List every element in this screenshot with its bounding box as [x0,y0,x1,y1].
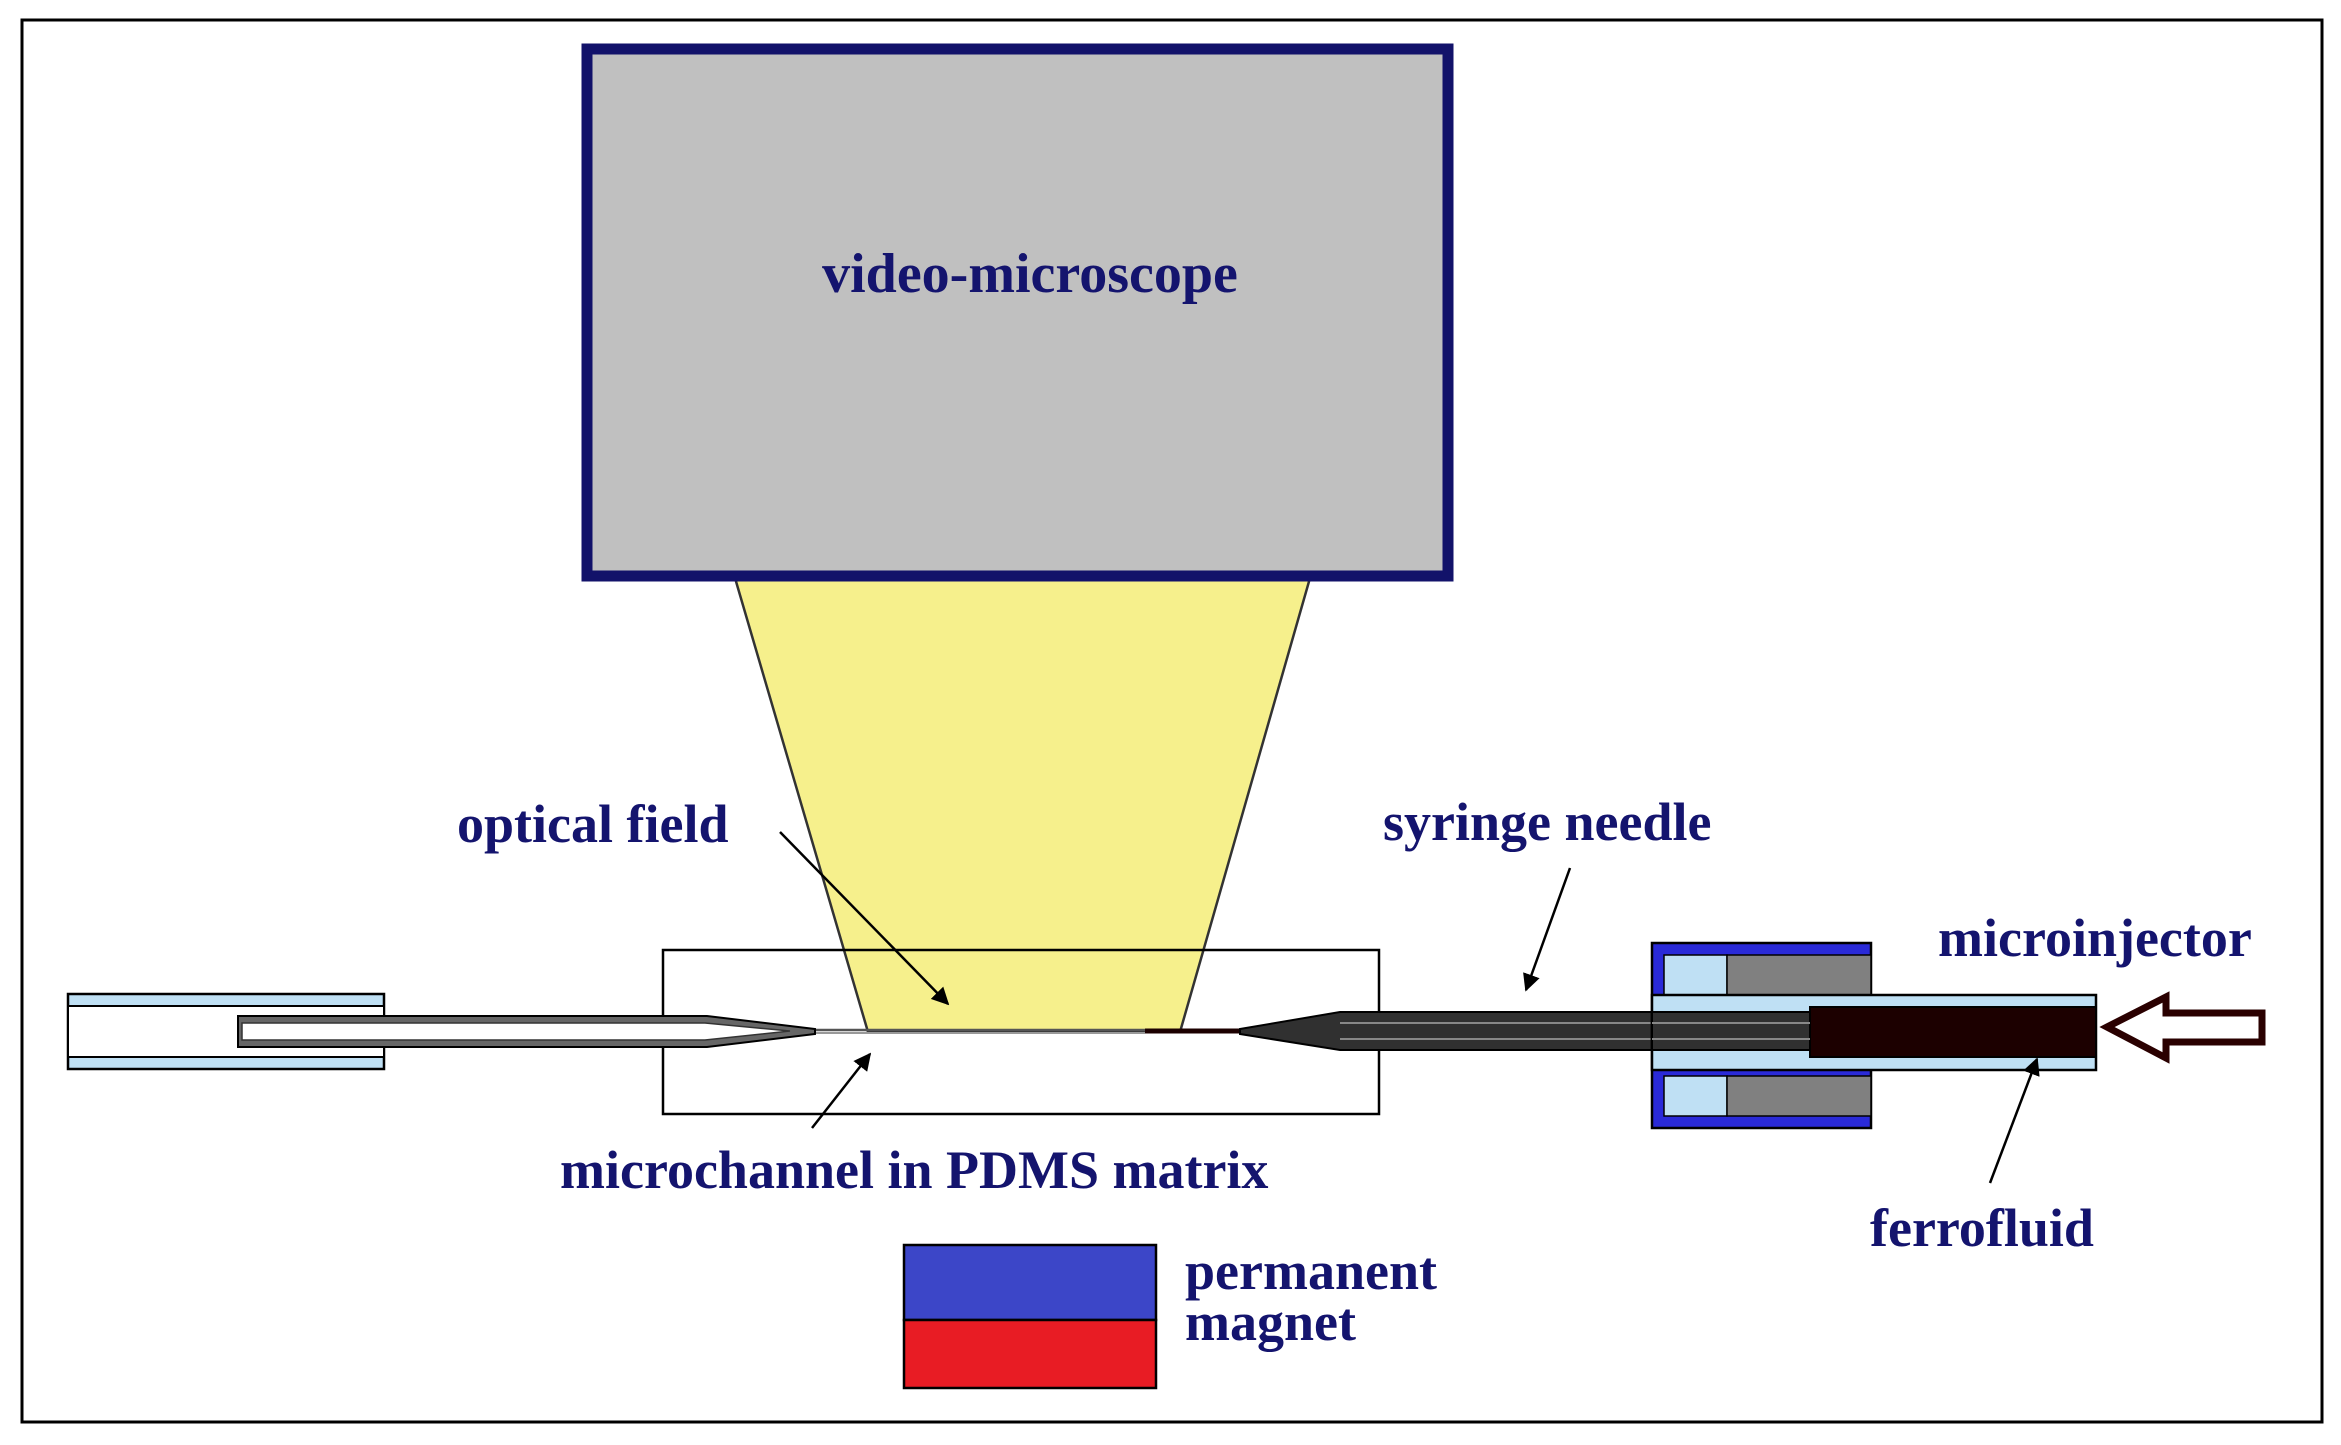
syringe-needle-label: syringe needle [1383,792,1711,852]
injector-cap-bottom-light [1663,1075,1728,1117]
microchannel-label: microchannel in PDMS matrix [560,1140,1268,1200]
injector-cap-top-grey [1726,954,1872,996]
input-arrow [2099,991,2266,1064]
magnet-label-line2: magnet [1185,1292,1356,1352]
microinjector-label: microinjector [1938,908,2252,968]
injector-cap-bottom-grey [1726,1075,1872,1117]
video-microscope-box [581,43,1454,582]
microchannel-pointer [811,1052,872,1129]
microscope-label: video-microscope [822,243,1238,305]
ferrofluid-reservoir [1809,1006,2097,1058]
injector-cap-top-light [1663,954,1728,996]
magnet-north [902,1243,1158,1322]
magnet-south [902,1318,1158,1390]
optical-field-label: optical field [457,794,728,854]
syringe-needle-shaft [1651,1011,1811,1051]
magnet-label-line1: permanent [1185,1241,1437,1301]
syringe-needle-pointer [1523,867,1572,992]
outlet-needle-bore [241,1022,791,1041]
ferrofluid-label: ferrofluid [1870,1198,2094,1258]
ferrofluid-pointer [1988,1057,2040,1184]
optical-field-pointer [779,831,950,1006]
